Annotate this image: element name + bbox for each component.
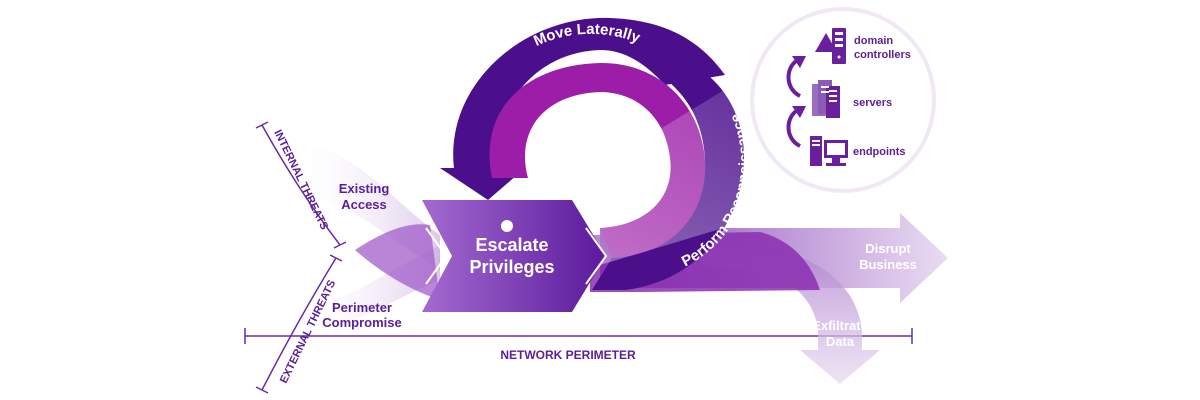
disrupt-business-line1: Disrupt — [865, 241, 911, 256]
disrupt-business-line2: Business — [859, 257, 917, 272]
curved-arrow-up-icon — [786, 56, 806, 98]
targets-panel: domain controllers servers — [750, 7, 936, 193]
network-perimeter-line — [244, 328, 913, 344]
inner-cycle-band — [489, 62, 706, 259]
external-threats-label: EXTERNAL THREATS — [278, 278, 338, 385]
perimeter-compromise-line1: Perimeter — [332, 300, 392, 315]
domain-controllers-line1: domain — [854, 35, 893, 47]
domain-controller-icon — [815, 28, 846, 64]
exfiltrate-data-arrow — [700, 240, 880, 384]
incoming-wedge — [355, 224, 440, 300]
existing-access-line2: Access — [341, 197, 387, 212]
network-perimeter-label: NETWORK PERIMETER — [500, 348, 636, 362]
servers-label: servers — [853, 97, 892, 109]
move-laterally-band — [453, 17, 725, 175]
perimeter-compromise-line2: Compromise — [322, 315, 401, 330]
curved-arrow-up-icon — [786, 106, 806, 148]
escalate-privileges-chevron: Escalate Privileges — [422, 200, 608, 312]
focus-point-icon — [501, 220, 513, 232]
endpoints-label: endpoints — [853, 146, 906, 158]
existing-access-line1: Existing — [339, 181, 390, 196]
domain-controllers-line2: controllers — [854, 49, 911, 61]
exfiltrate-data-line2: Data — [826, 334, 855, 349]
exfiltrate-data-line1: Exfiltrate — [812, 318, 868, 333]
escalate-line2: Privileges — [469, 257, 554, 277]
escalate-line1: Escalate — [475, 235, 548, 255]
desktop-computer-icon — [810, 136, 848, 166]
server-rack-icon — [812, 80, 840, 118]
